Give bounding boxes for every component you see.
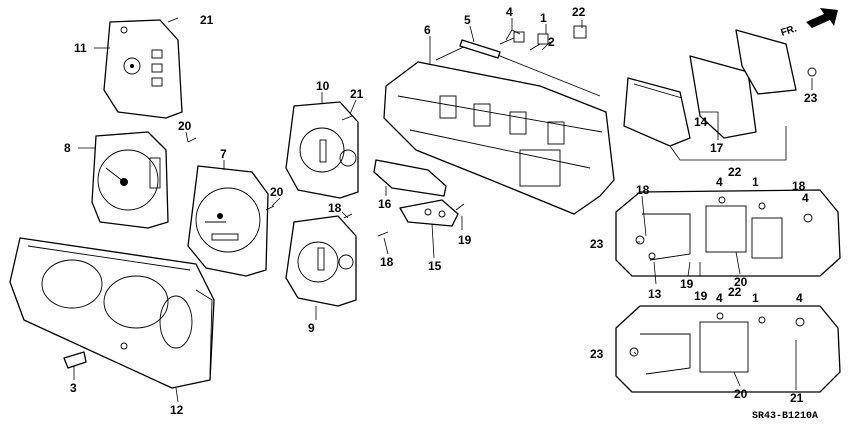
- screw-set: [167, 17, 817, 237]
- callout-23-a: 23: [804, 91, 818, 105]
- callout-18-c: 18: [636, 183, 650, 197]
- callout-21-a: 21: [200, 13, 214, 27]
- callout-11: 11: [74, 41, 87, 55]
- callout-3: 3: [70, 381, 77, 395]
- callout-19-c: 19: [694, 289, 708, 303]
- callout-20-d: 20: [734, 387, 748, 401]
- callout-18-a: 18: [328, 201, 342, 215]
- callout-17: 17: [710, 141, 724, 155]
- callout-4-d: 4: [716, 291, 723, 305]
- callout-4-c: 4: [802, 191, 809, 205]
- callout-4-a: 4: [506, 5, 513, 19]
- circuit-board-upper: [615, 189, 841, 277]
- callout-22-a: 22: [572, 5, 586, 19]
- callout-1-b: 1: [752, 175, 759, 189]
- callout-20-c: 20: [734, 275, 748, 289]
- callout-8: 8: [64, 141, 71, 155]
- callout-18-b: 18: [380, 255, 394, 269]
- module-15: [399, 199, 459, 227]
- control-unit-14: [623, 77, 691, 147]
- callout-19-a: 19: [458, 233, 472, 247]
- callout-22-b: 22: [728, 165, 742, 179]
- gauge-10: [285, 101, 359, 199]
- callout-18-d: 18: [792, 179, 806, 193]
- callout-13: 13: [648, 287, 662, 301]
- callout-21-b: 21: [350, 87, 364, 101]
- callout-labels: 21 11 8 20 7 10 21 20 18 9 3 12 6 5 4 1 …: [64, 5, 818, 422]
- callout-22-c: 22: [728, 285, 742, 299]
- bracket-5: [459, 39, 501, 59]
- tachometer-face-8: [91, 131, 169, 229]
- callout-14: 14: [694, 115, 708, 129]
- dial-plate-11: [103, 19, 183, 119]
- callout-4-e: 4: [796, 291, 803, 305]
- fr-label: FR.: [780, 23, 799, 39]
- meter-visor-12: [9, 237, 215, 389]
- callout-15: 15: [428, 259, 442, 273]
- gauge-9: [285, 215, 357, 307]
- callout-23-c: 23: [590, 347, 604, 361]
- callout-12: 12: [170, 403, 184, 417]
- socket-3: [63, 351, 87, 369]
- callout-20-b: 20: [270, 185, 284, 199]
- callout-9: 9: [308, 321, 315, 335]
- callout-1-c: 1: [752, 291, 759, 305]
- callout-23-b: 23: [590, 237, 604, 251]
- circuit-board-lower: [615, 305, 841, 393]
- callout-6: 6: [424, 23, 431, 37]
- connector-16: [373, 159, 447, 197]
- callout-19-b: 19: [680, 277, 694, 291]
- speedometer-face-7: [187, 165, 269, 277]
- callout-16: 16: [378, 197, 392, 211]
- front-direction-arrow: FR.: [780, 8, 838, 39]
- callout-21-c: 21: [790, 391, 804, 405]
- callout-7: 7: [220, 147, 227, 161]
- diagram-code: SR43-B1210A: [752, 411, 818, 422]
- callout-10: 10: [316, 79, 330, 93]
- callout-1-a: 1: [540, 11, 547, 25]
- callout-5: 5: [464, 13, 471, 27]
- callout-2: 2: [548, 35, 555, 49]
- instrument-case-6: [383, 43, 615, 215]
- callout-4-b: 4: [716, 175, 723, 189]
- sub-unit-17: [689, 29, 797, 139]
- callout-20-a: 20: [178, 119, 192, 133]
- leader-lines: [73, 18, 813, 403]
